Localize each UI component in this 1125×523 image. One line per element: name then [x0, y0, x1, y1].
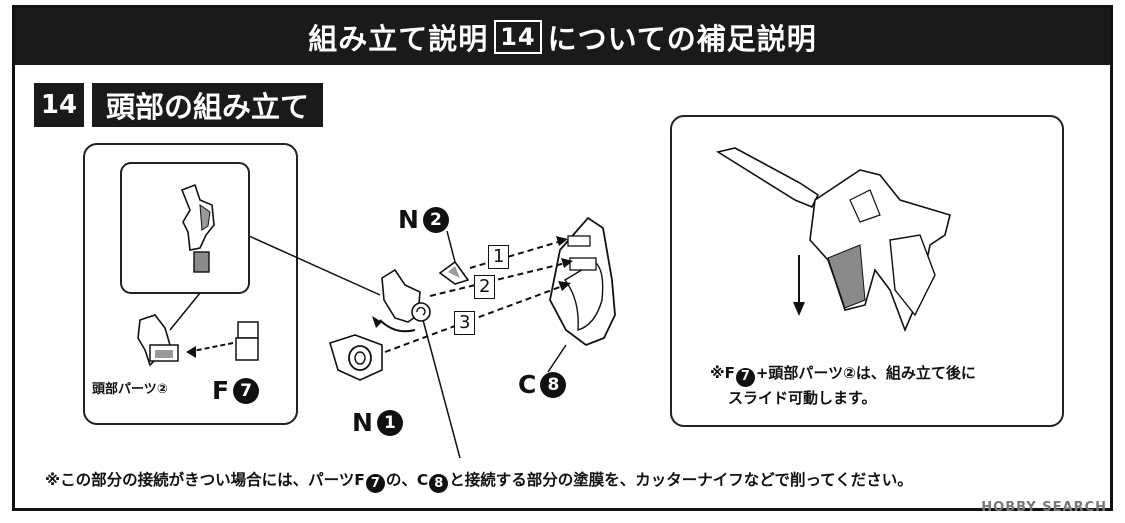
arrow-head-f7	[186, 346, 196, 358]
label-c8-letter: C	[518, 370, 537, 399]
head-part-drawing	[137, 314, 179, 367]
label-c8-number: 8	[540, 371, 567, 398]
label-f7-letter: F	[212, 376, 230, 405]
header-step-box: 14	[494, 19, 542, 54]
dashed-arrow-2	[429, 261, 571, 297]
c8-part-drawing	[549, 216, 616, 347]
header-title-prefix: 組み立て説明	[308, 21, 489, 56]
label-n1: N 1	[352, 408, 403, 437]
mech-head-drawing	[715, 147, 951, 333]
label-f7: F 7	[212, 376, 260, 405]
label-n2-number: 2	[422, 206, 449, 233]
step-title: 頭部の組み立て	[92, 83, 324, 127]
watermark: HOBBY SEARCH	[981, 500, 1107, 515]
inset-part-drawing	[120, 162, 250, 294]
step-label-3: 3	[454, 311, 476, 335]
header-title-suffix: についての補足説明	[547, 21, 817, 56]
rotation-arrow	[379, 319, 416, 333]
step-label-1: 1	[488, 245, 510, 269]
label-head-part: 頭部パーツ②	[92, 382, 168, 397]
label-c8: C 8	[518, 370, 567, 399]
label-n1-number: 1	[376, 409, 403, 436]
label-f7-number: 7	[233, 377, 260, 404]
step-label-2: 2	[474, 275, 496, 299]
f7-part-drawing	[235, 321, 259, 361]
callout-line-bottom	[169, 292, 201, 331]
detail-panel-right	[670, 115, 1064, 427]
n2-part-drawing	[438, 260, 470, 285]
dashed-arrow-1	[469, 239, 566, 269]
detail-panel-left	[83, 143, 298, 425]
leader-line-footer	[422, 319, 461, 459]
header-bar: 組み立て説明 14 についての補足説明	[15, 8, 1110, 65]
step-number-badge: 14	[34, 83, 84, 127]
right-note-line2: スライド可動します。	[728, 388, 877, 407]
head-main-drawing	[381, 268, 431, 323]
label-n2: N 2	[398, 205, 449, 234]
label-n2-letter: N	[398, 205, 419, 234]
rotation-arrow-head	[372, 316, 382, 328]
n1-part-drawing	[329, 334, 383, 381]
label-n1-letter: N	[352, 408, 373, 437]
dashed-arrow-3	[384, 283, 569, 353]
callout-line-top	[248, 235, 381, 296]
